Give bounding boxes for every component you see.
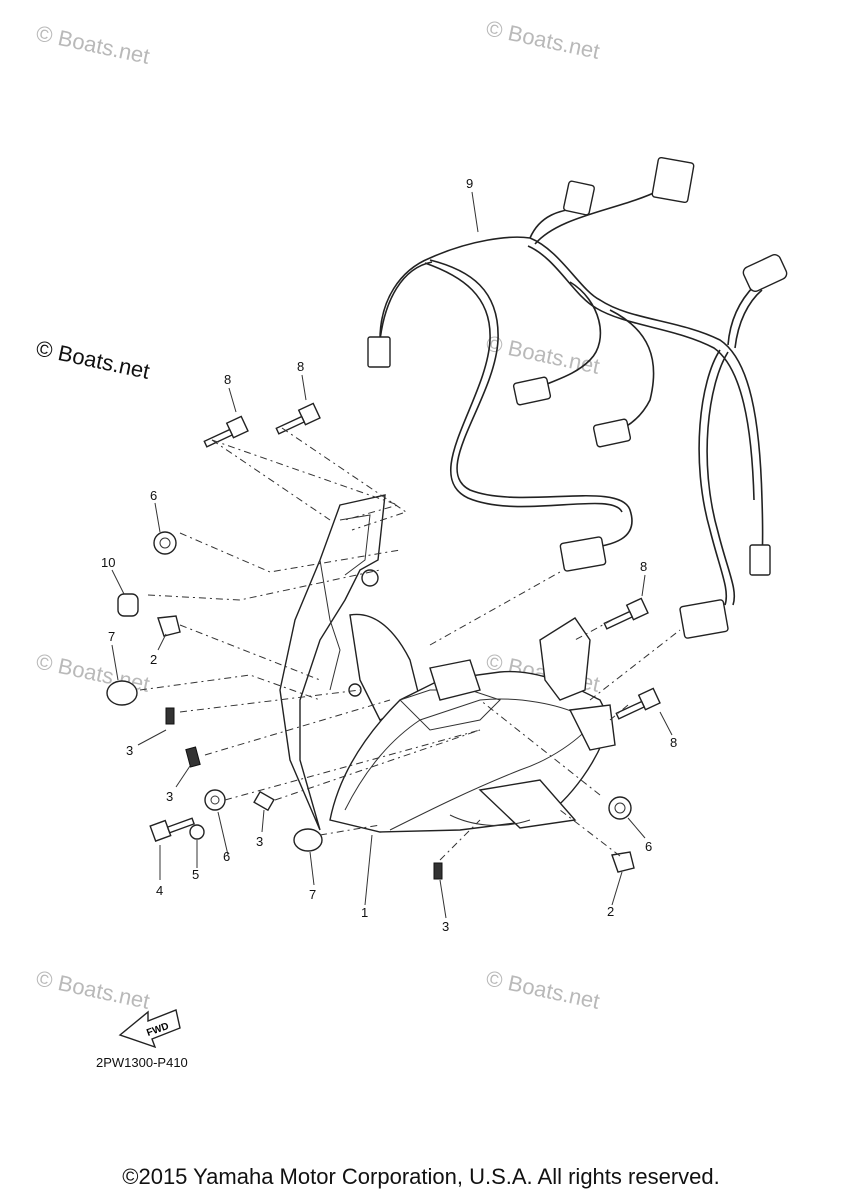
watermark: © Boats.net — [34, 965, 152, 1013]
watermark: © Boats.net — [34, 20, 152, 68]
copyright-notice: ©2015 Yamaha Motor Corporation, U.S.A. A… — [122, 1164, 720, 1189]
headlight-bracket — [279, 494, 421, 831]
bolt — [615, 687, 661, 720]
callout-2: 2 — [607, 904, 614, 919]
hardware-parts — [106, 402, 661, 880]
callout-10: 10 — [101, 555, 115, 570]
bolt — [149, 817, 195, 842]
connectors — [367, 156, 788, 639]
headlight-assembly — [329, 617, 616, 833]
bolt — [275, 402, 321, 435]
bolt — [603, 597, 649, 630]
callout-4: 4 — [156, 883, 163, 898]
callout-6: 6 — [150, 488, 157, 503]
bolt — [203, 415, 249, 448]
callout-6: 6 — [223, 849, 230, 864]
callout-8: 8 — [640, 559, 647, 574]
clip — [253, 790, 275, 812]
callout-8: 8 — [224, 372, 231, 387]
callout-3: 3 — [126, 743, 133, 758]
fwd-arrow-icon: FWD — [118, 1009, 181, 1049]
grommet — [106, 680, 138, 706]
callout-6: 6 — [645, 839, 652, 854]
callouts: 9 8 8 6 10 8 7 2 3 8 3 3 6 6 5 4 7 1 2 3 — [101, 176, 677, 934]
connector — [559, 536, 607, 572]
callout-7: 7 — [108, 629, 115, 644]
grommet — [608, 796, 632, 820]
callout-1: 1 — [361, 905, 368, 920]
watermarks: © Boats.net © Boats.net © Boats.net © Bo… — [34, 15, 602, 1013]
watermark: © Boats.net — [484, 330, 602, 378]
callout-3: 3 — [256, 834, 263, 849]
callout-3: 3 — [166, 789, 173, 804]
connector — [651, 156, 695, 204]
collar — [117, 593, 139, 617]
washer — [189, 824, 205, 840]
connector — [749, 544, 771, 576]
clip — [165, 707, 175, 725]
clip — [433, 862, 443, 880]
callout-9: 9 — [466, 176, 473, 191]
nut — [611, 851, 635, 873]
connector — [592, 418, 632, 448]
watermark: © Boats.net — [484, 15, 602, 63]
bulb-socket — [742, 254, 788, 292]
assembly-lines — [139, 427, 681, 861]
callout-8: 8 — [297, 359, 304, 374]
leader-lines — [111, 191, 673, 919]
callout-7: 7 — [309, 887, 316, 902]
connector — [367, 336, 391, 368]
clip — [185, 746, 201, 768]
grommet — [153, 531, 177, 555]
connector — [512, 376, 552, 406]
watermark: © Boats.net — [484, 965, 602, 1013]
grommet — [293, 828, 323, 852]
connector — [563, 180, 595, 216]
nut — [157, 615, 181, 637]
callout-8: 8 — [670, 735, 677, 750]
diagram-code: 2PW1300-P410 — [96, 1055, 188, 1070]
callout-5: 5 — [192, 867, 199, 882]
callout-3: 3 — [442, 919, 449, 934]
grommet — [204, 789, 226, 811]
connector — [679, 599, 729, 639]
callout-2: 2 — [150, 652, 157, 667]
watermark-dark: © Boats.net — [34, 335, 152, 383]
